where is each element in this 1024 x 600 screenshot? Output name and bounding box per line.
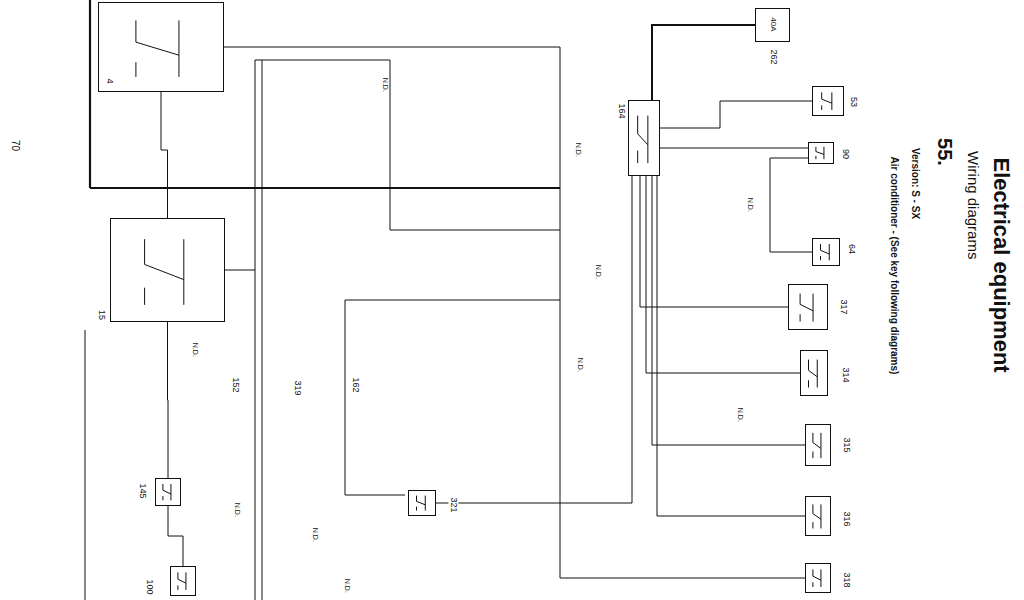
component-number: 15 <box>96 309 106 321</box>
component-symbol <box>409 491 435 515</box>
wire-note: N.D. <box>343 578 351 594</box>
wire-note: N.D. <box>233 502 241 518</box>
connector-number: 319 <box>292 379 302 396</box>
component-box: 100 <box>170 566 196 596</box>
wire-connector <box>640 176 788 307</box>
component-number: 321 <box>448 496 458 513</box>
component-symbol <box>111 219 224 321</box>
wire-connector <box>436 176 632 503</box>
subheading: Wiring diagrams <box>965 151 982 259</box>
wire-note: N.D. <box>574 142 582 158</box>
wire-note: N.D. <box>594 264 602 280</box>
component-number: 164 <box>616 102 626 119</box>
page-heading: Electrical equipment <box>988 158 1012 373</box>
fuse-rating: 40A <box>768 17 777 31</box>
component-number: 317 <box>838 298 848 315</box>
wire-connector <box>770 158 812 252</box>
wire-note: N.D. <box>191 342 199 358</box>
component-symbol <box>806 564 830 592</box>
component-box: 4 <box>98 2 224 92</box>
component-box: 90 <box>808 142 834 164</box>
component-number: 90 <box>840 148 850 160</box>
component-number: 4 <box>104 77 114 84</box>
wire-connector <box>657 176 805 516</box>
wire-connector <box>652 176 805 445</box>
component-box: 318 <box>805 563 831 593</box>
wire-note: N.D. <box>746 197 754 213</box>
component-symbol <box>156 479 180 505</box>
wire-connector <box>224 47 805 578</box>
component-number: 53 <box>848 96 858 108</box>
component-symbol <box>99 3 223 91</box>
wire-connector <box>646 176 800 373</box>
version-note: Version: S - SX <box>910 147 921 218</box>
component-box: 53 <box>812 86 844 116</box>
wire-connector <box>660 101 812 128</box>
component-symbol <box>813 87 843 115</box>
component-symbol <box>806 497 830 535</box>
component-number: 145 <box>137 482 147 499</box>
component-number: 262 <box>768 48 778 65</box>
component-number: 316 <box>841 510 851 527</box>
component-box: 317 <box>788 284 828 330</box>
component-number: 64 <box>846 243 856 255</box>
wire-group <box>85 0 560 600</box>
component-number: 314 <box>840 366 850 383</box>
wire-note: N.D. <box>381 77 389 93</box>
component-box: 145 <box>155 478 181 506</box>
component-box: 40A262 <box>755 8 790 42</box>
component-box: 315 <box>805 424 831 466</box>
wire-connector <box>161 92 168 218</box>
wire-connector <box>168 506 183 566</box>
component-number: 100 <box>144 578 154 595</box>
connector-number: 152 <box>230 376 240 393</box>
wire-note: N.D. <box>576 357 584 373</box>
component-symbol <box>813 239 839 265</box>
component-box: 316 <box>805 496 831 536</box>
component-box: 15 <box>110 218 225 322</box>
section-number: 55. <box>934 138 956 166</box>
wire-note: N.D. <box>736 407 744 423</box>
component-box: 164 <box>628 100 660 176</box>
wire-connector <box>660 148 808 149</box>
diagram-note: Air conditioner - (See key following dia… <box>889 156 900 374</box>
component-symbol <box>789 285 827 329</box>
component-symbol <box>801 351 827 395</box>
component-number: 315 <box>841 436 851 453</box>
component-symbol <box>171 567 195 595</box>
wire-connector <box>167 322 169 478</box>
component-number: 318 <box>841 571 851 588</box>
component-symbol <box>629 101 659 175</box>
component-box: 64 <box>812 238 840 266</box>
wire-note: N.D. <box>311 527 319 543</box>
component-symbol <box>809 143 833 163</box>
wire-connector <box>652 25 755 100</box>
component-box: 321 <box>408 490 436 516</box>
component-symbol <box>806 425 830 465</box>
connector-number: 162 <box>350 376 360 393</box>
component-box: 314 <box>800 350 828 396</box>
page-number: 70 <box>10 139 21 150</box>
